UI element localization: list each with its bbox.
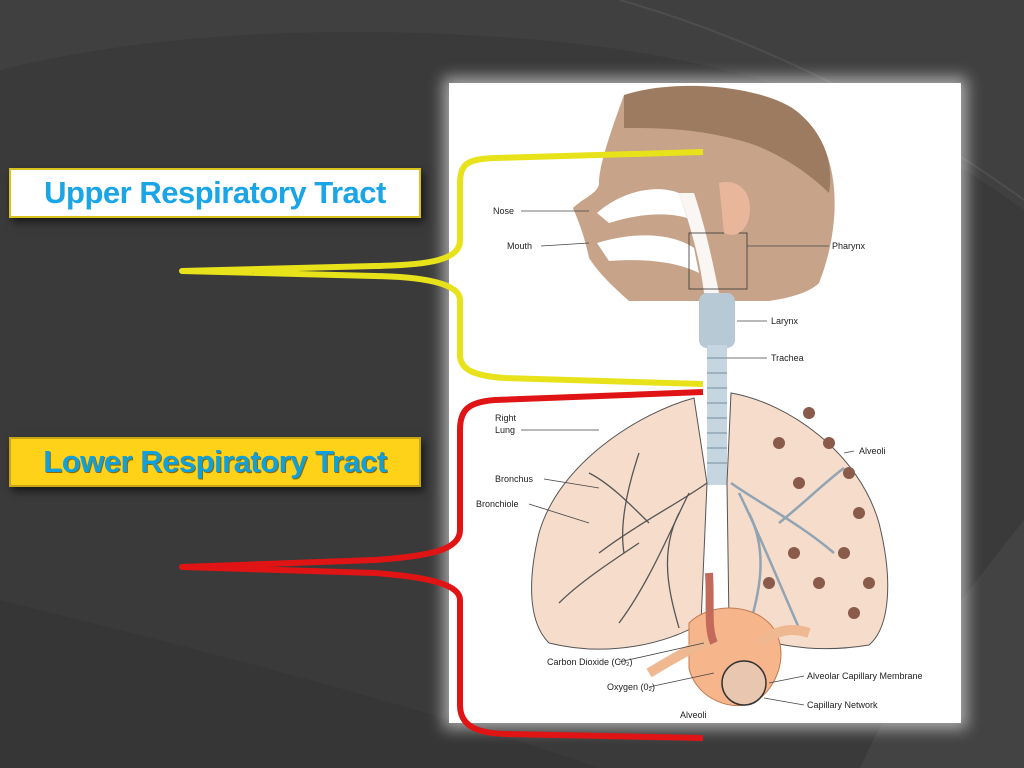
label-bronchiole: Bronchiole	[476, 499, 519, 509]
respiratory-diagram: Nose Mouth Pharynx Larynx Trachea Right …	[476, 85, 923, 720]
label-oxygen: Oxygen (0₂)	[607, 682, 655, 692]
label-alveolar-capillary-membrane: Alveolar Capillary Membrane	[807, 671, 923, 681]
upper-tract-label: Upper Respiratory Tract	[9, 168, 421, 218]
trachea-illustration	[699, 293, 735, 485]
respiratory-diagram-panel: Nose Mouth Pharynx Larynx Trachea Right …	[449, 83, 961, 723]
upper-tract-label-text: Upper Respiratory Tract	[44, 175, 386, 210]
label-trachea: Trachea	[771, 353, 804, 363]
label-nose: Nose	[493, 206, 514, 216]
label-right-lung-1: Right	[495, 413, 517, 423]
label-right-lung-2: Lung	[495, 425, 515, 435]
label-mouth: Mouth	[507, 241, 532, 251]
label-alveoli-bottom: Alveoli	[680, 710, 707, 720]
label-capillary-network: Capillary Network	[807, 700, 878, 710]
label-bronchus: Bronchus	[495, 474, 534, 484]
lower-tract-label: Lower Respiratory Tract	[9, 437, 421, 487]
label-carbon-dioxide: Carbon Dioxide (C0₂)	[547, 657, 633, 667]
head-illustration	[573, 85, 835, 301]
label-larynx: Larynx	[771, 316, 799, 326]
label-alveoli-top: Alveoli	[859, 446, 886, 456]
label-pharynx: Pharynx	[832, 241, 866, 251]
lower-tract-label-text: Lower Respiratory Tract	[43, 444, 387, 479]
